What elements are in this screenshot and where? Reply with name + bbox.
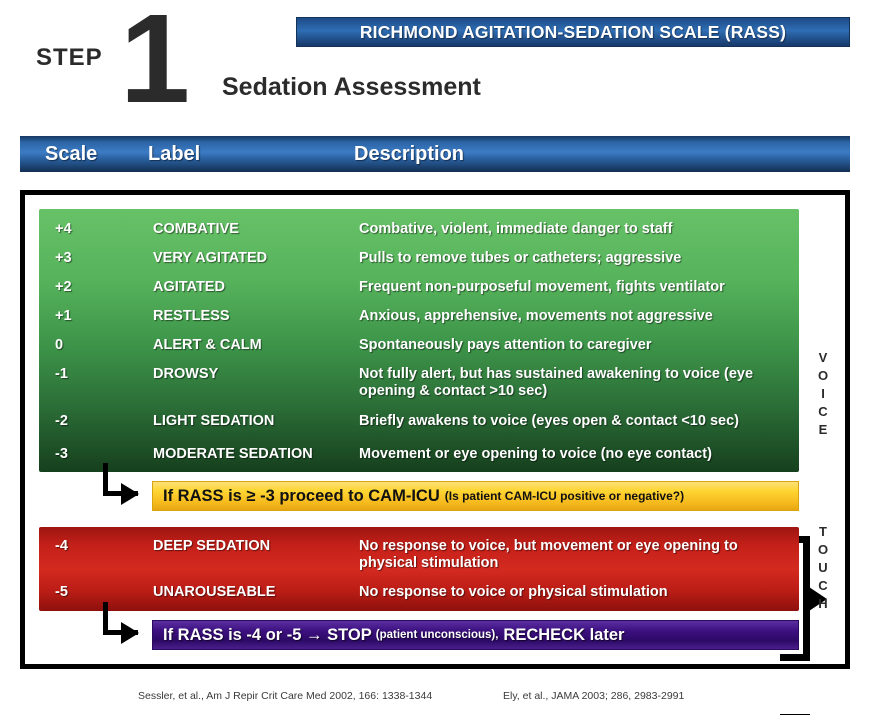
stop-note-text: (patient unconscious),	[375, 629, 499, 641]
step-word: STEP	[36, 44, 103, 71]
green-scale-block: +4 COMBATIVE Combative, violent, immedia…	[39, 209, 799, 472]
connector-horizontal	[103, 491, 138, 496]
connector-horizontal	[103, 630, 138, 635]
bracket-bottom-arm	[780, 654, 810, 661]
row-scale: +2	[55, 279, 72, 295]
column-header-description: Description	[354, 143, 465, 165]
row-scale: +1	[55, 308, 72, 324]
right-frame-rule	[845, 190, 850, 669]
row-scale: -4	[55, 538, 68, 554]
stop-arrow-connector	[103, 602, 139, 644]
bracket-spine	[803, 536, 810, 661]
voice-letter-o: O	[817, 368, 829, 383]
stop-main-text: If RASS is -4 or -5 → STOP	[163, 625, 372, 644]
voice-letter-i: I	[821, 386, 825, 401]
column-header-scale: Scale	[45, 143, 98, 165]
row-scale: +4	[55, 221, 72, 237]
touch-vertical-label: T O U C H	[812, 523, 834, 613]
row-description: Pulls to remove tubes or catheters; aggr…	[359, 250, 682, 266]
row-label: VERY AGITATED	[153, 250, 268, 266]
row-label: ALERT & CALM	[153, 337, 262, 353]
row-label: RESTLESS	[153, 308, 230, 324]
row-description: Movement or eye opening to voice (no eye…	[359, 446, 712, 462]
column-header-bar: Scale Label Description	[20, 136, 850, 172]
rass-title-text: RICHMOND AGITATION-SEDATION SCALE (RASS)	[359, 21, 787, 42]
voice-letter-c: C	[818, 404, 828, 419]
cam-icu-arrow-connector	[103, 463, 139, 505]
touch-letter-c: C	[818, 578, 828, 593]
stop-recheck-text: RECHECK later	[503, 625, 625, 644]
arrowhead-icon	[121, 622, 139, 644]
step-number: 1	[120, 0, 191, 129]
row-label: LIGHT SEDATION	[153, 413, 275, 429]
citation-ely: Ely, et al., JAMA 2003; 286, 2983-2991	[503, 690, 685, 702]
cam-icu-main-text: If RASS is ≥ -3 proceed to CAM-ICU	[163, 486, 440, 505]
row-label: DEEP SEDATION	[153, 538, 271, 554]
citation-sessler: Sessler, et al., Am J Repir Crit Care Me…	[138, 690, 433, 702]
connector-vertical	[103, 463, 108, 496]
red-scale-block: -4 DEEP SEDATION No response to voice, b…	[39, 527, 799, 611]
voice-letter-v: V	[818, 350, 828, 365]
bracket-arrow-icon	[809, 586, 827, 611]
scale-frame: +4 COMBATIVE Combative, violent, immedia…	[20, 190, 850, 715]
voice-letter-e: E	[818, 422, 828, 437]
row-label: COMBATIVE	[153, 221, 239, 237]
row-label: MODERATE SEDATION	[153, 446, 313, 462]
row-label: DROWSY	[153, 366, 219, 382]
row-description: No response to voice or physical stimula…	[359, 584, 668, 600]
touch-letter-t: T	[819, 524, 827, 539]
touch-letter-o: O	[817, 542, 829, 557]
cam-icu-note-text: (Is patient CAM-ICU positive or negative…	[444, 489, 685, 503]
stop-callout[interactable]: If RASS is -4 or -5 → STOP (patient unco…	[152, 620, 799, 650]
column-header-label: Label	[148, 143, 201, 165]
row-description: Frequent non-purposeful movement, fights…	[359, 279, 725, 295]
cam-icu-callout[interactable]: If RASS is ≥ -3 proceed to CAM-ICU (Is p…	[152, 481, 799, 511]
row-description: Combative, violent, immediate danger to …	[359, 221, 673, 237]
row-scale: -5	[55, 584, 68, 600]
voice-vertical-label: V O I C E	[812, 349, 834, 439]
row-description: Not fully alert, but has sustained awake…	[359, 366, 754, 399]
row-description: No response to voice, but movement or ey…	[359, 538, 738, 571]
row-scale: -3	[55, 446, 68, 462]
touch-letter-u: U	[818, 560, 828, 575]
row-description: Briefly awakens to voice (eyes open & co…	[359, 413, 739, 429]
row-label: AGITATED	[153, 279, 225, 295]
row-scale: 0	[55, 337, 64, 353]
rass-title-banner: RICHMOND AGITATION-SEDATION SCALE (RASS)	[296, 17, 850, 47]
touch-letter-h: H	[818, 596, 828, 611]
connector-vertical	[103, 602, 108, 635]
page-subtitle: Sedation Assessment	[222, 73, 481, 101]
arrowhead-icon	[121, 483, 139, 505]
row-description: Anxious, apprehensive, movements not agg…	[359, 308, 713, 324]
row-label: UNAROUSEABLE	[153, 584, 276, 600]
row-scale: -2	[55, 413, 68, 429]
row-scale: -1	[55, 366, 68, 382]
row-scale: +3	[55, 250, 72, 266]
row-description: Spontaneously pays attention to caregive…	[359, 337, 652, 353]
